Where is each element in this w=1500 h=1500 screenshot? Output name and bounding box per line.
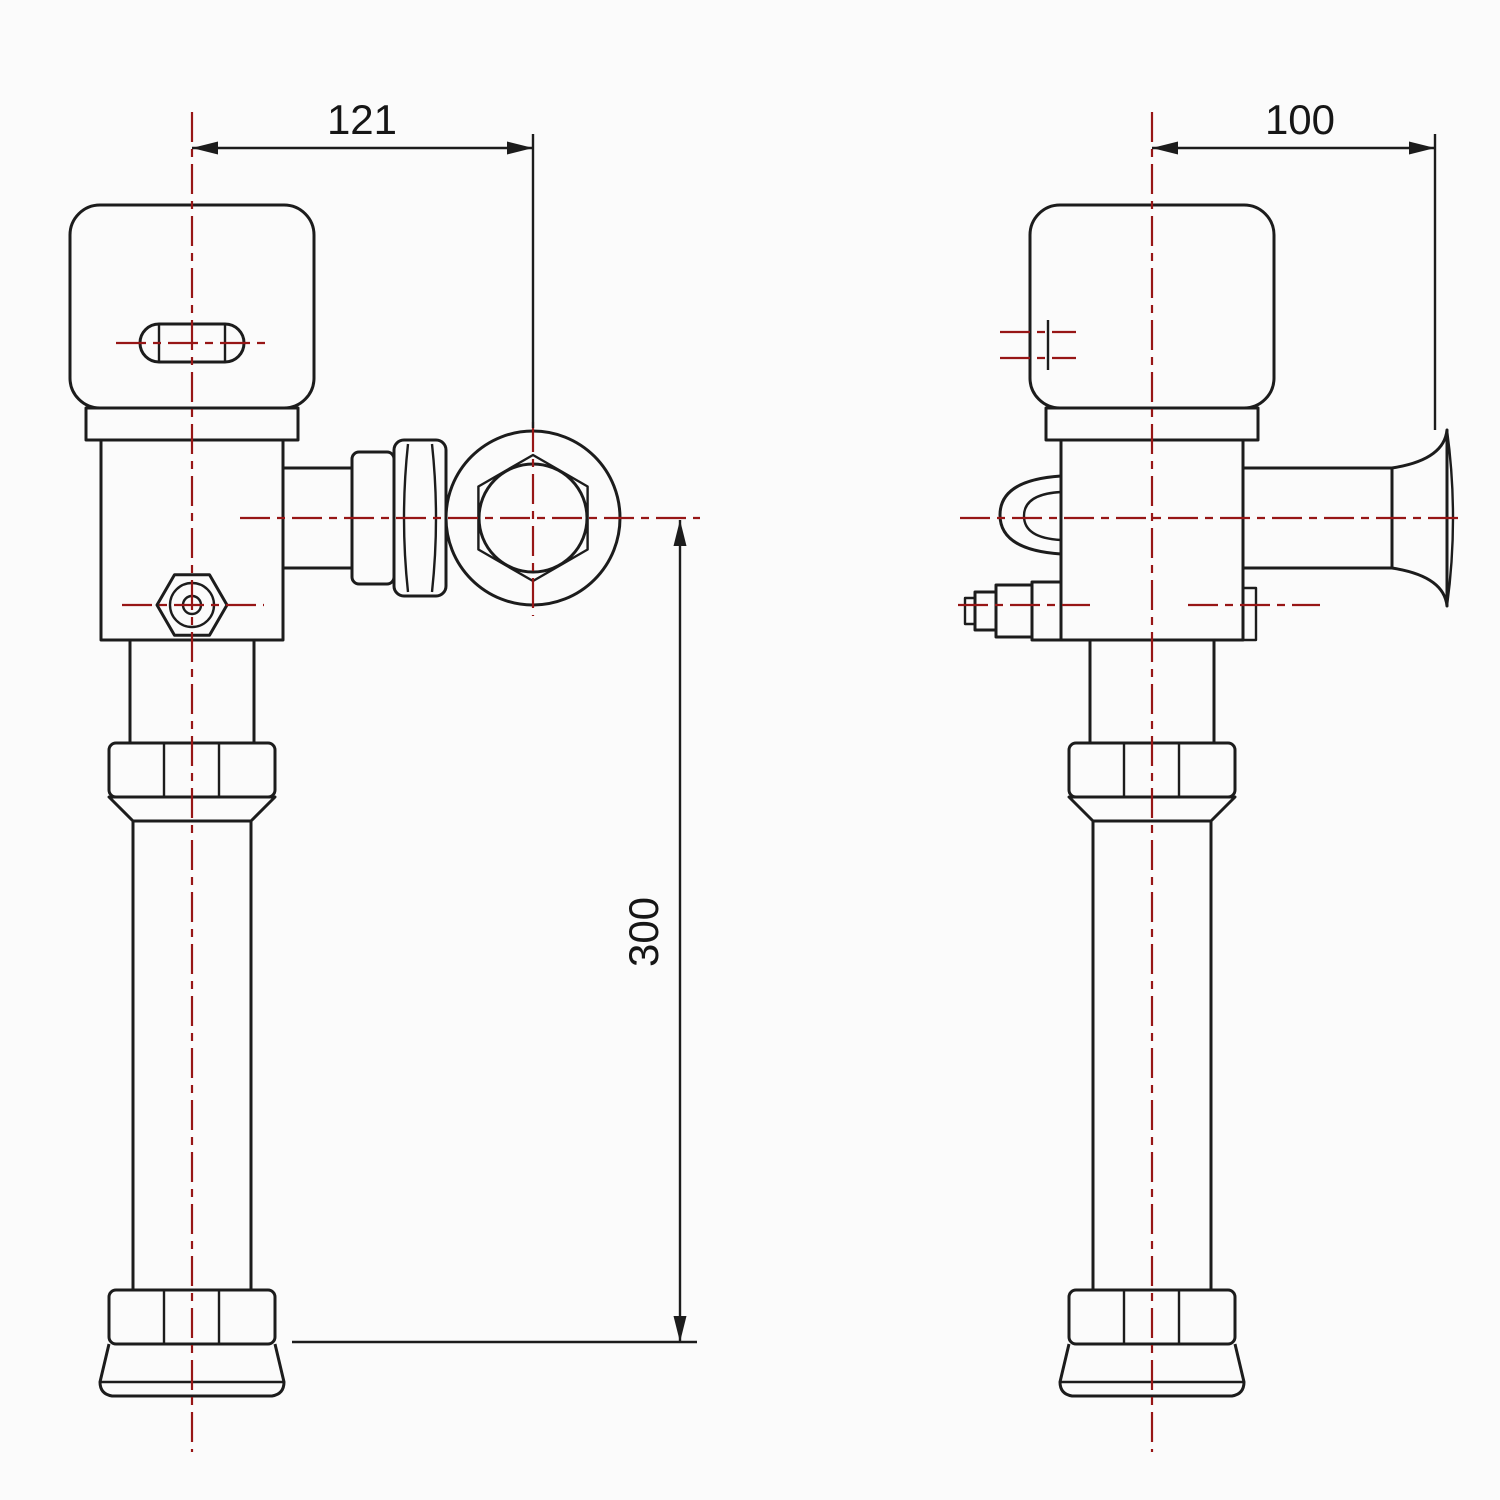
stop-bolt-tip [963,596,977,626]
side-view [963,203,1455,1398]
spud-flange-side [1058,1343,1246,1398]
stop-bolt-head [994,583,1034,639]
dim-label-height: 300 [620,897,667,967]
stop-hex-nut-front [155,573,229,637]
dim-label-side-offset: 100 [1265,96,1335,143]
dimension-front-width: 121 [192,96,535,428]
centerlines [116,112,1463,1452]
arrowhead-down-icon [673,1316,687,1342]
front-view [68,203,622,1398]
arrowhead-right-icon [1409,141,1435,155]
stop-boss-side [1030,580,1063,642]
outlet-pipe-side [1241,466,1394,570]
stop-dome-outer [998,474,1062,556]
arrowhead-up-icon [673,520,687,546]
arrowhead-left-icon [1152,141,1178,155]
spud-flange-front [98,1343,286,1398]
stop-dome-inner [1022,490,1062,542]
dimension-height: 300 [292,520,697,1344]
arrowhead-right-icon [507,141,533,155]
dimension-side-offset: 100 [1152,96,1437,430]
dim-label-front-width: 121 [327,96,397,143]
arrowhead-left-icon [192,141,218,155]
body-tab-side [1241,586,1258,642]
stop-bolt-washer [973,590,998,632]
bottom-nut-side [1067,1288,1237,1346]
bottom-nut-front [107,1288,277,1346]
